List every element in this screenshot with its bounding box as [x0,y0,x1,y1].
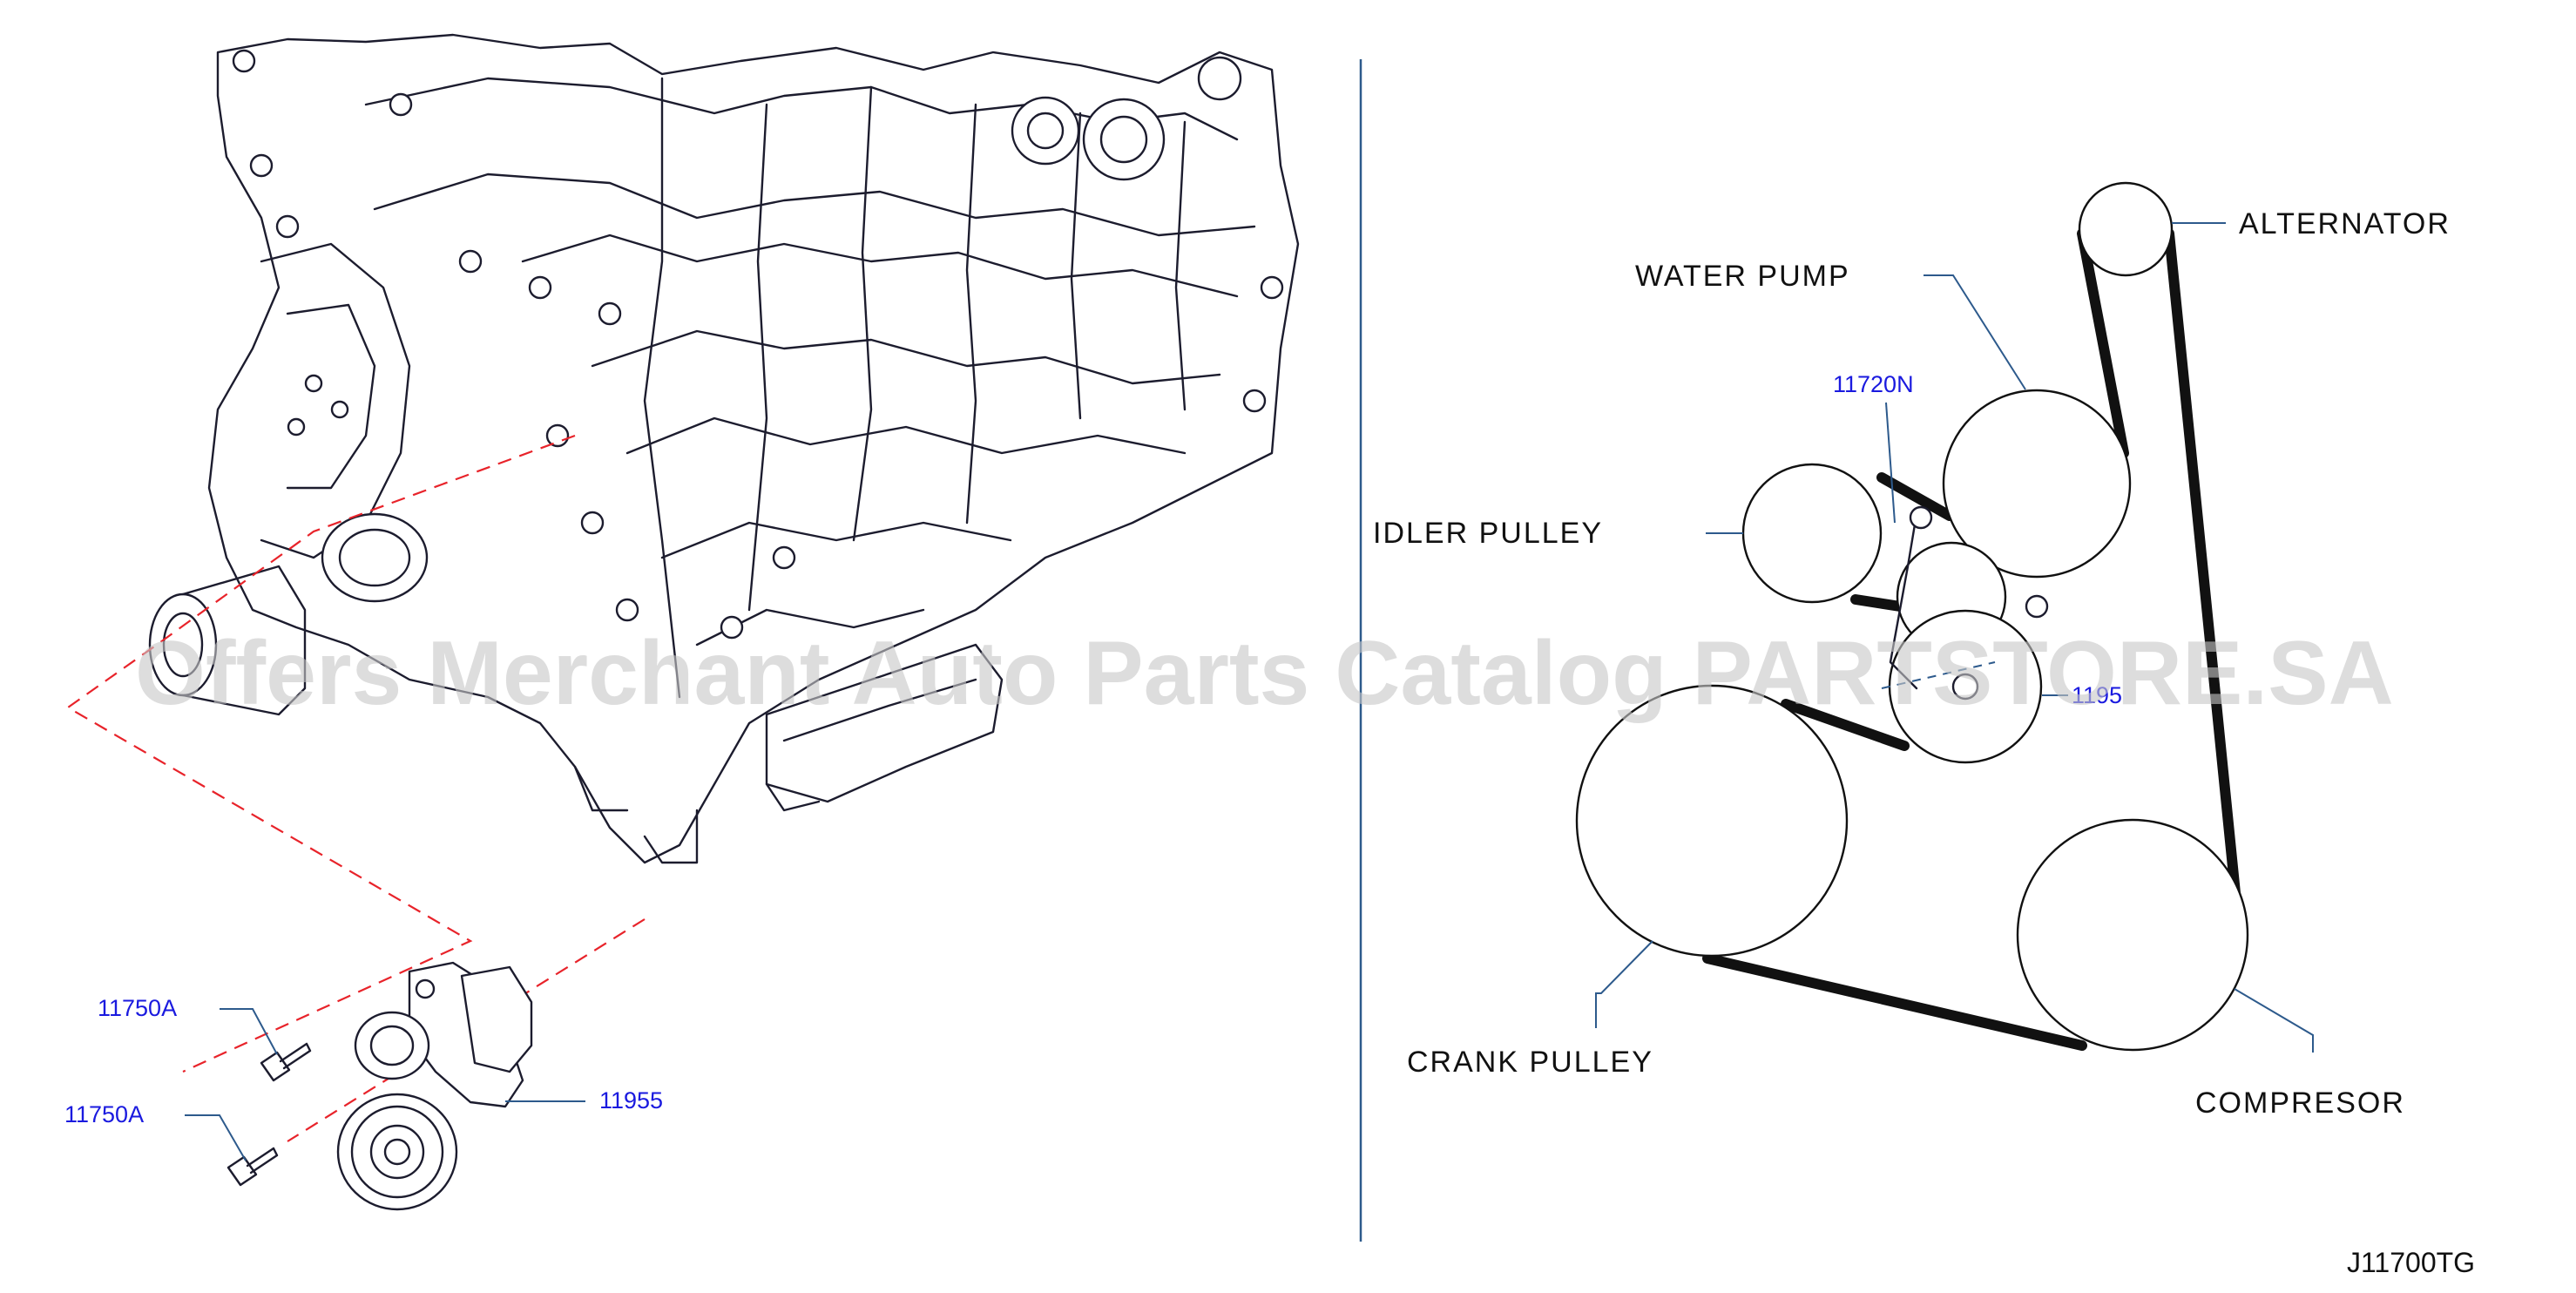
part-number-bolt-lower[interactable]: 11750A [64,1101,144,1127]
tensioner-pivot-bolt [1909,505,1933,530]
belt-segment [2164,228,2244,933]
bolt-lower-drawing [226,1147,279,1187]
drawing-code: J11700TG [2347,1247,2475,1278]
label-compresor[interactable]: COMPRESOR [2195,1087,2405,1120]
leader-bolt-lower [185,1114,247,1161]
idler-pulley[interactable] [1741,463,1883,604]
alternator-pulley[interactable] [2078,181,2174,277]
belt-segment [1781,699,1910,751]
belt-routing-diagram [1575,181,2249,1052]
tensioner-arm [1889,512,1918,690]
label-water-pump[interactable]: WATER PUMP [1635,260,1850,293]
compressor-pulley[interactable] [2016,818,2249,1052]
label-idler-pulley[interactable]: IDLER PULLEY [1373,517,1603,550]
leader-crank-pulley [1595,940,1653,1028]
tensioner-bolt [2025,594,2049,619]
tensioner-center-hole [1951,673,1979,701]
watermark-text: Offers Merchant Auto Parts Catalog PARTS… [135,623,2394,724]
crank-pulley[interactable] [1575,684,1849,958]
leader-tensioner-11720n [1885,402,1896,524]
part-number-tensioner-11720n[interactable]: 11720N [1833,371,1914,397]
belt-segment [1702,953,2087,1051]
bolt-upper-drawing [260,1042,312,1082]
water-pump-pulley[interactable] [1942,389,2132,579]
part-number-bolt-upper[interactable]: 11750A [98,995,177,1021]
leader-bolt-upper [220,1008,278,1055]
part-number-tensioner-1195[interactable]: 1195 [2072,682,2122,708]
label-crank-pulley[interactable]: CRANK PULLEY [1407,1046,1653,1079]
leader-water-pump [1924,274,2026,390]
label-alternator[interactable]: ALTERNATOR [2239,207,2451,240]
belt-segment [2077,228,2129,458]
leader-compressor [2234,988,2314,1053]
part-number-tensioner-assembly[interactable]: 11955 [599,1087,663,1114]
engine-block-drawing [148,33,1300,864]
tensioner-assembly-drawing [336,961,533,1211]
belt-segment [1876,472,1955,521]
tensioner-dash-line [1881,661,1996,689]
